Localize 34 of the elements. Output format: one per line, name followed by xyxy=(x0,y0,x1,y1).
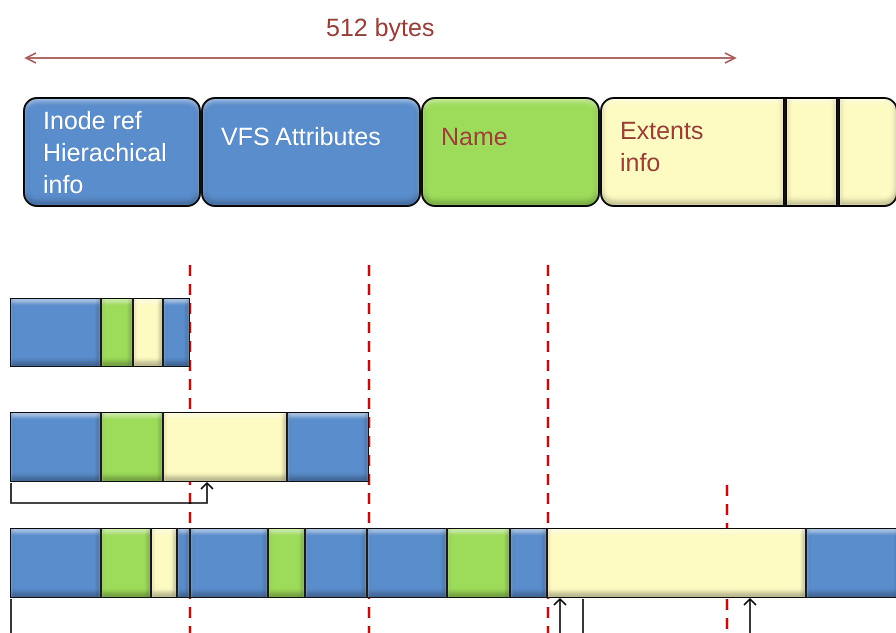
memory-segment xyxy=(151,528,177,598)
dimension-label: 512 bytes xyxy=(326,13,434,44)
memory-segment xyxy=(10,412,101,482)
memory-segment xyxy=(163,412,287,482)
field-label: VFS Attributes xyxy=(221,122,382,153)
record-field-box xyxy=(421,97,600,207)
pointer-arrow xyxy=(743,598,757,633)
memory-segment xyxy=(177,528,190,598)
memory-segment xyxy=(163,298,190,367)
pointer-arrow xyxy=(553,598,567,633)
memory-segment xyxy=(101,298,133,367)
memory-segment xyxy=(510,528,547,598)
field-label: Extents info xyxy=(620,116,704,179)
memory-segment xyxy=(268,528,305,598)
field-label: Inode ref Hierachical info xyxy=(43,106,168,201)
record-field-box xyxy=(201,97,421,207)
memory-segment xyxy=(10,298,101,367)
pointer-arrow xyxy=(10,482,214,504)
extent-slot-box xyxy=(785,97,838,207)
memory-segment xyxy=(133,298,163,367)
extent-slot-box xyxy=(838,97,896,207)
memory-segment xyxy=(305,528,367,598)
memory-segment xyxy=(367,528,447,598)
memory-segment xyxy=(547,528,806,598)
memory-segment xyxy=(101,528,151,598)
memory-segment xyxy=(10,528,101,598)
memory-segment xyxy=(447,528,510,598)
memory-segment xyxy=(190,528,268,598)
memory-segment xyxy=(806,528,896,598)
memory-segment xyxy=(101,412,163,482)
field-label: Name xyxy=(441,122,509,153)
memory-segment xyxy=(287,412,369,482)
record-field-box xyxy=(600,97,785,207)
record-field-box xyxy=(23,97,201,207)
